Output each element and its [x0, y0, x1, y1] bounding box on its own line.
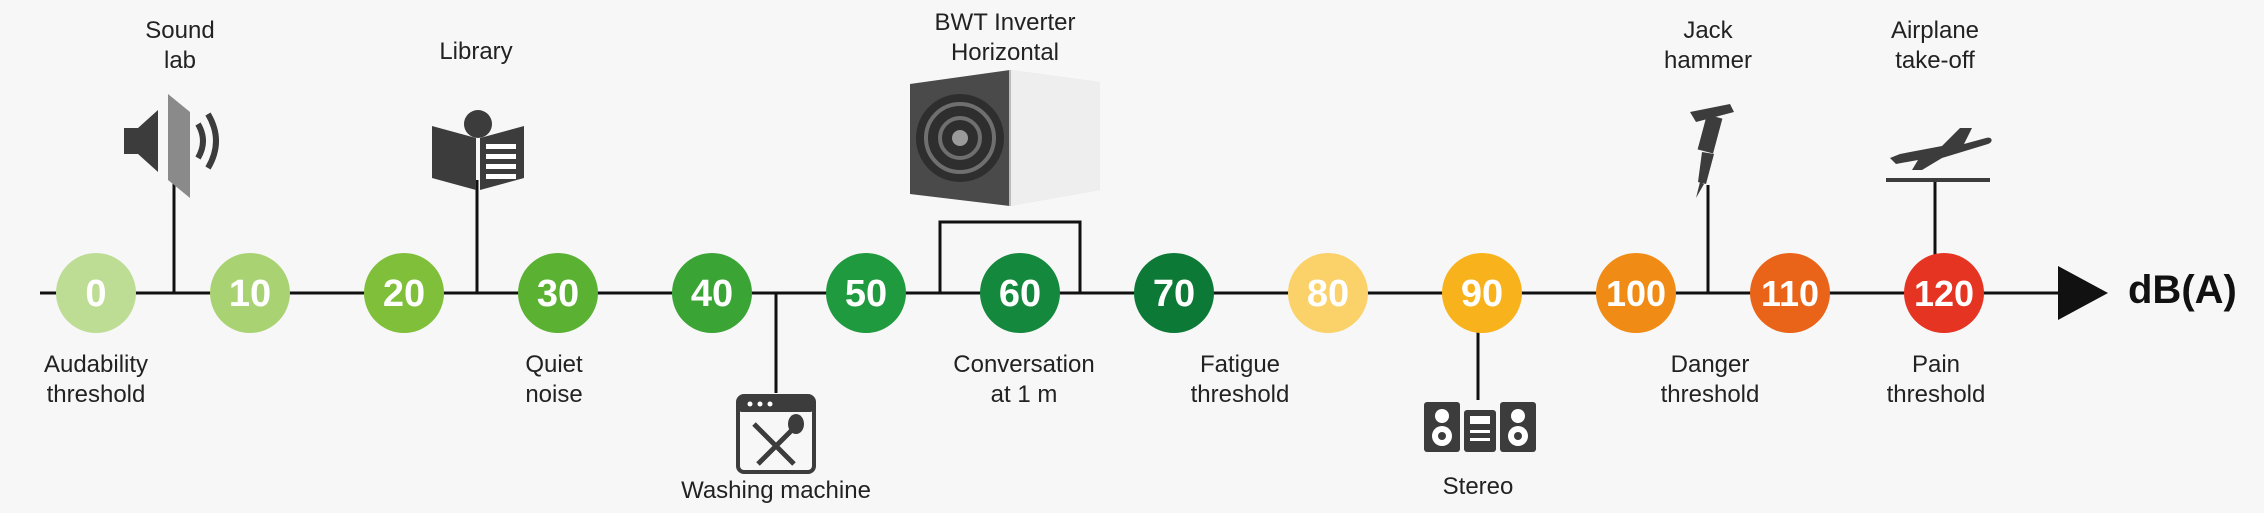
label-jack-hammer: Jack hammer [1648, 16, 1768, 76]
level-circles: 0 10 20 30 40 50 60 70 80 90 100 110 120 [56, 253, 1984, 333]
speaker-icon [124, 94, 219, 198]
level-value-50: 50 [845, 273, 887, 315]
level-20: 20 [364, 253, 444, 333]
level-circle-60 [980, 253, 1060, 333]
level-circle-80 [1288, 253, 1368, 333]
label-audability-line2: threshold [46, 381, 146, 408]
label-stereo-line1: Stereo [1442, 473, 1514, 500]
label-pain-line1: Pain [1911, 351, 1961, 378]
washing-machine-icon [736, 394, 816, 474]
label-pain-line2: threshold [1886, 381, 1986, 408]
label-airplane-line1: Airplane [1890, 17, 1980, 44]
label-conversation-line2: at 1 m [990, 381, 1058, 408]
level-circle-70 [1134, 253, 1214, 333]
stereo-icon [1424, 402, 1536, 452]
book-icon [432, 110, 524, 190]
level-value-40: 40 [691, 273, 733, 315]
label-washing: Washing machine [666, 476, 886, 506]
level-circle-90 [1442, 253, 1522, 333]
level-value-120: 120 [1914, 273, 1974, 314]
airplane-icon [1886, 128, 1992, 182]
level-0: 0 [56, 253, 136, 333]
label-washing-line1: Washing machine [681, 477, 871, 504]
label-quiet-line2: noise [525, 381, 583, 408]
label-fatigue-line2: threshold [1190, 381, 1290, 408]
level-10: 10 [210, 253, 290, 333]
label-bwt: BWT Inverter Horizontal [900, 8, 1110, 68]
label-library: Library [416, 37, 536, 67]
label-airplane: Airplane take-off [1870, 16, 2000, 76]
label-sound-lab-line2: lab [163, 47, 197, 74]
level-80: 80 [1288, 253, 1368, 333]
connector-bwt [938, 220, 1082, 293]
label-sound-lab-line1: Sound [145, 17, 215, 44]
label-stereo: Stereo [1418, 472, 1538, 502]
level-value-30: 30 [537, 273, 579, 315]
label-jack-hammer-line1: Jack [1683, 17, 1733, 44]
level-100: 100 [1596, 253, 1676, 333]
label-bwt-line2: Horizontal [950, 39, 1060, 66]
label-bwt-line1: BWT Inverter [934, 9, 1076, 36]
level-circle-30 [518, 253, 598, 333]
label-quiet-line1: Quiet [525, 351, 583, 378]
level-70: 70 [1134, 253, 1214, 333]
level-circle-10 [210, 253, 290, 333]
level-circle-50 [826, 253, 906, 333]
level-60: 60 [980, 253, 1060, 333]
label-fatigue-line1: Fatigue [1199, 351, 1281, 378]
label-quiet: Quiet noise [494, 350, 614, 410]
level-120: 120 [1904, 253, 1984, 333]
label-conversation: Conversation at 1 m [924, 350, 1124, 410]
level-value-70: 70 [1153, 273, 1195, 315]
heat-pump-icon [910, 70, 1100, 206]
label-danger-line2: threshold [1660, 381, 1760, 408]
label-conversation-line1: Conversation [953, 351, 1095, 378]
level-circle-100 [1596, 253, 1676, 333]
level-value-20: 20 [383, 273, 425, 315]
level-circle-120 [1904, 253, 1984, 333]
level-circle-40 [672, 253, 752, 333]
label-airplane-line2: take-off [1895, 47, 1975, 74]
level-value-90: 90 [1461, 273, 1503, 315]
level-value-60: 60 [999, 273, 1041, 315]
label-audability: Audability threshold [26, 350, 166, 410]
level-90: 90 [1442, 253, 1522, 333]
level-40: 40 [672, 253, 752, 333]
level-value-10: 10 [229, 273, 271, 315]
level-value-100: 100 [1606, 273, 1666, 314]
label-pain: Pain threshold [1876, 350, 1996, 410]
label-library-line1: Library [439, 38, 513, 65]
level-circle-0 [56, 253, 136, 333]
label-sound-lab: Sound lab [120, 16, 240, 76]
level-value-0: 0 [85, 273, 106, 315]
level-value-80: 80 [1307, 273, 1349, 315]
label-danger-line1: Danger [1670, 351, 1750, 378]
level-value-110: 110 [1761, 273, 1819, 314]
unit-label: dB(A) [2128, 268, 2237, 312]
label-audability-line1: Audability [43, 351, 149, 378]
level-circle-20 [364, 253, 444, 333]
label-fatigue: Fatigue threshold [1180, 350, 1300, 410]
level-110: 110 [1750, 253, 1830, 333]
level-circle-110 [1750, 253, 1830, 333]
level-50: 50 [826, 253, 906, 333]
label-danger: Danger threshold [1650, 350, 1770, 410]
jackhammer-icon [1690, 104, 1734, 198]
arrow-icon [2058, 266, 2108, 320]
level-30: 30 [518, 253, 598, 333]
label-jack-hammer-line2: hammer [1663, 47, 1753, 74]
